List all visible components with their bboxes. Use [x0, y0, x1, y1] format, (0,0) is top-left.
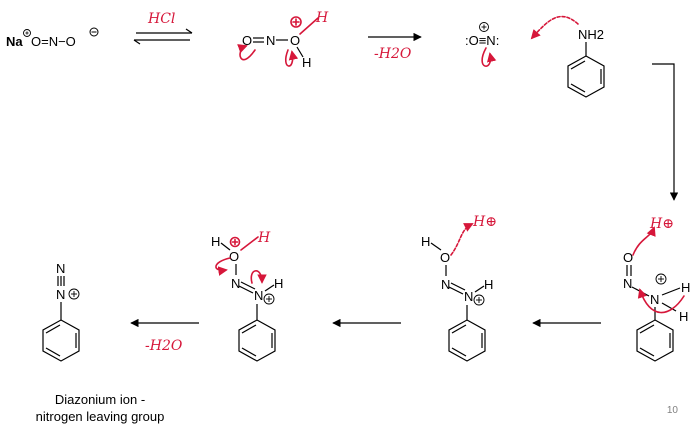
diazonium-ion: N N: [42, 261, 80, 362]
curved-arrow: [250, 270, 267, 284]
atom-n: N: [266, 33, 275, 48]
atom-h: H: [211, 234, 220, 249]
curved-arrow: [237, 44, 256, 61]
atom-h: H: [681, 280, 690, 295]
atom-n: N: [254, 288, 263, 303]
atom-n: N: [623, 276, 632, 291]
reaction-arrow: [652, 63, 679, 201]
curved-arrow: [285, 49, 299, 67]
atom-n: N: [441, 277, 450, 292]
nitrous-acid: O N O H H: [237, 10, 329, 70]
minus-charge-icon: [89, 27, 99, 37]
reagent-minus-water: -H2O: [145, 338, 183, 354]
nitrosonium-formula: :O≡N:: [465, 33, 499, 48]
h-plus-label: H⊕: [472, 214, 497, 230]
atom-h-red: H: [257, 230, 271, 246]
plus-charge-icon: [479, 22, 489, 32]
atom-h: H: [679, 309, 688, 324]
h-plus-label: H⊕: [649, 216, 674, 232]
atom-o: O: [623, 250, 633, 265]
atom-h: H: [302, 55, 311, 70]
aniline: NH2: [530, 15, 605, 98]
plus-charge-icon: [263, 293, 275, 305]
nitrite-formula: O=N−O: [31, 34, 76, 49]
plus-charge-icon: [473, 294, 485, 306]
caption-line-2: nitrogen leaving group: [35, 409, 165, 424]
curved-arrow: [481, 47, 497, 67]
caption-line-1: Diazonium ion -: [54, 392, 146, 407]
atom-h: H: [421, 234, 430, 249]
plus-charge-icon: [229, 236, 241, 248]
equilibrium-arrows: [133, 28, 193, 45]
atom-n: N: [56, 287, 65, 302]
atom-h: H: [484, 277, 493, 292]
plus-charge-icon: [23, 29, 31, 37]
nitrosonium-ion: :O≡N:: [465, 22, 499, 67]
sodium-label: Na: [6, 34, 23, 49]
atom-n: N: [464, 289, 473, 304]
atom-h-red: H: [315, 10, 329, 26]
atom-o: O: [290, 33, 300, 48]
curved-arrow: [215, 257, 231, 276]
atom-o: O: [229, 249, 239, 264]
sodium-nitrite: Na O=N−O: [6, 27, 99, 49]
atom-o: O: [440, 250, 450, 265]
plus-charge-icon: [655, 273, 667, 285]
reagent-hcl: HCl: [147, 11, 175, 27]
atom-h: H: [274, 276, 283, 291]
curved-arrow: [637, 288, 685, 314]
plus-charge-icon: [68, 288, 80, 300]
curved-arrow: [450, 223, 474, 256]
protonated-diazohydroxide: H O H N N H: [211, 230, 283, 362]
page-number: 10: [666, 405, 678, 416]
reagent-minus-water: -H2O: [374, 46, 412, 62]
diazohydroxide: H O N N H H⊕: [421, 214, 497, 362]
plus-charge-icon: [290, 16, 302, 28]
atom-o: O: [242, 33, 252, 48]
n-nitroso-anilinium: O N N H H H⊕: [623, 216, 690, 362]
curved-arrow: [530, 15, 579, 40]
atom-n: N: [56, 261, 65, 276]
atom-n: N: [231, 276, 240, 291]
atom-n: N: [650, 292, 659, 307]
curved-arrow: [632, 226, 656, 256]
amine-label: NH2: [578, 27, 604, 42]
